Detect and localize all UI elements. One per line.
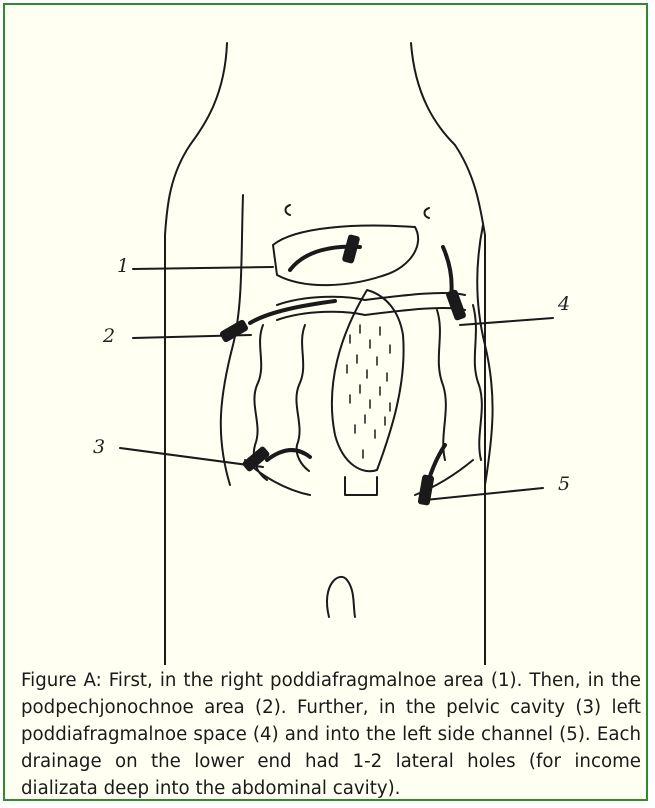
greater-omentum [332, 290, 404, 471]
leader-line-1 [133, 267, 273, 269]
callout-4: 4 [558, 295, 570, 314]
torso-left-outline [165, 43, 227, 665]
omentum-texture [347, 325, 390, 458]
callout-1: 1 [117, 257, 129, 276]
figure-caption: Figure A: First, in the right poddiafrag… [21, 667, 641, 802]
figure-frame: 1 2 3 4 5 Figure A: First, in the right … [3, 3, 648, 801]
descending-colon [437, 310, 446, 460]
transverse-colon [277, 293, 465, 305]
drain-tube-3 [267, 450, 310, 460]
drain-tube-4 [443, 247, 452, 297]
leader-line-3 [120, 448, 263, 467]
drain-clamp-1 [342, 234, 361, 264]
callout-2: 2 [103, 327, 115, 346]
abdominal-drainage-illustration [5, 5, 650, 665]
drain-clamps [219, 234, 467, 506]
bladder [345, 477, 377, 495]
nipple-right [425, 208, 430, 218]
drain-clamp-5 [417, 474, 434, 506]
pubis [327, 577, 355, 617]
leader-line-4 [460, 318, 553, 325]
callout-5: 5 [558, 475, 570, 494]
callout-3: 3 [93, 438, 105, 457]
torso-right-outline [411, 43, 485, 665]
nipple-left [286, 205, 291, 215]
